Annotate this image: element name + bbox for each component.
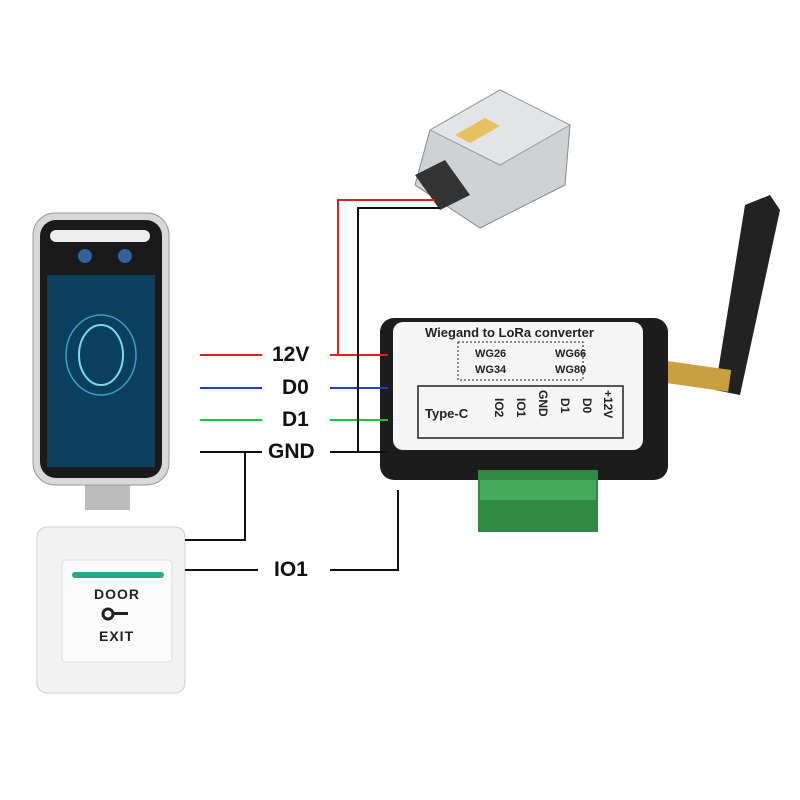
mode-wg34: WG34 <box>475 364 507 376</box>
pin-d0: D0 <box>580 398 594 414</box>
pin-d1: D1 <box>558 398 572 414</box>
exit-label: EXIT <box>99 628 135 644</box>
label-d1: D1 <box>282 408 309 431</box>
mode-wg66: WG66 <box>555 348 587 360</box>
face-recognition-terminal <box>32 212 170 510</box>
label-12v: 12V <box>272 343 310 366</box>
pin-io1: IO1 <box>514 398 528 418</box>
mode-wg26: WG26 <box>475 348 507 360</box>
converter-box <box>380 318 668 532</box>
pin-gnd: GND <box>536 390 550 417</box>
door-label: DOOR <box>94 586 140 602</box>
label-gnd: GND <box>268 440 315 463</box>
label-io1: IO1 <box>274 558 308 581</box>
wires <box>185 199 440 571</box>
antenna <box>658 195 780 395</box>
door-exit-button <box>36 526 186 694</box>
mode-wg80: WG80 <box>555 364 587 376</box>
power-supply <box>414 89 572 229</box>
label-d0: D0 <box>282 376 309 399</box>
port-type-c: Type-C <box>425 406 469 421</box>
pin-io2: IO2 <box>492 398 506 418</box>
converter-title: Wiegand to LoRa converter <box>425 325 594 340</box>
pin-12v: +12V <box>601 390 615 419</box>
